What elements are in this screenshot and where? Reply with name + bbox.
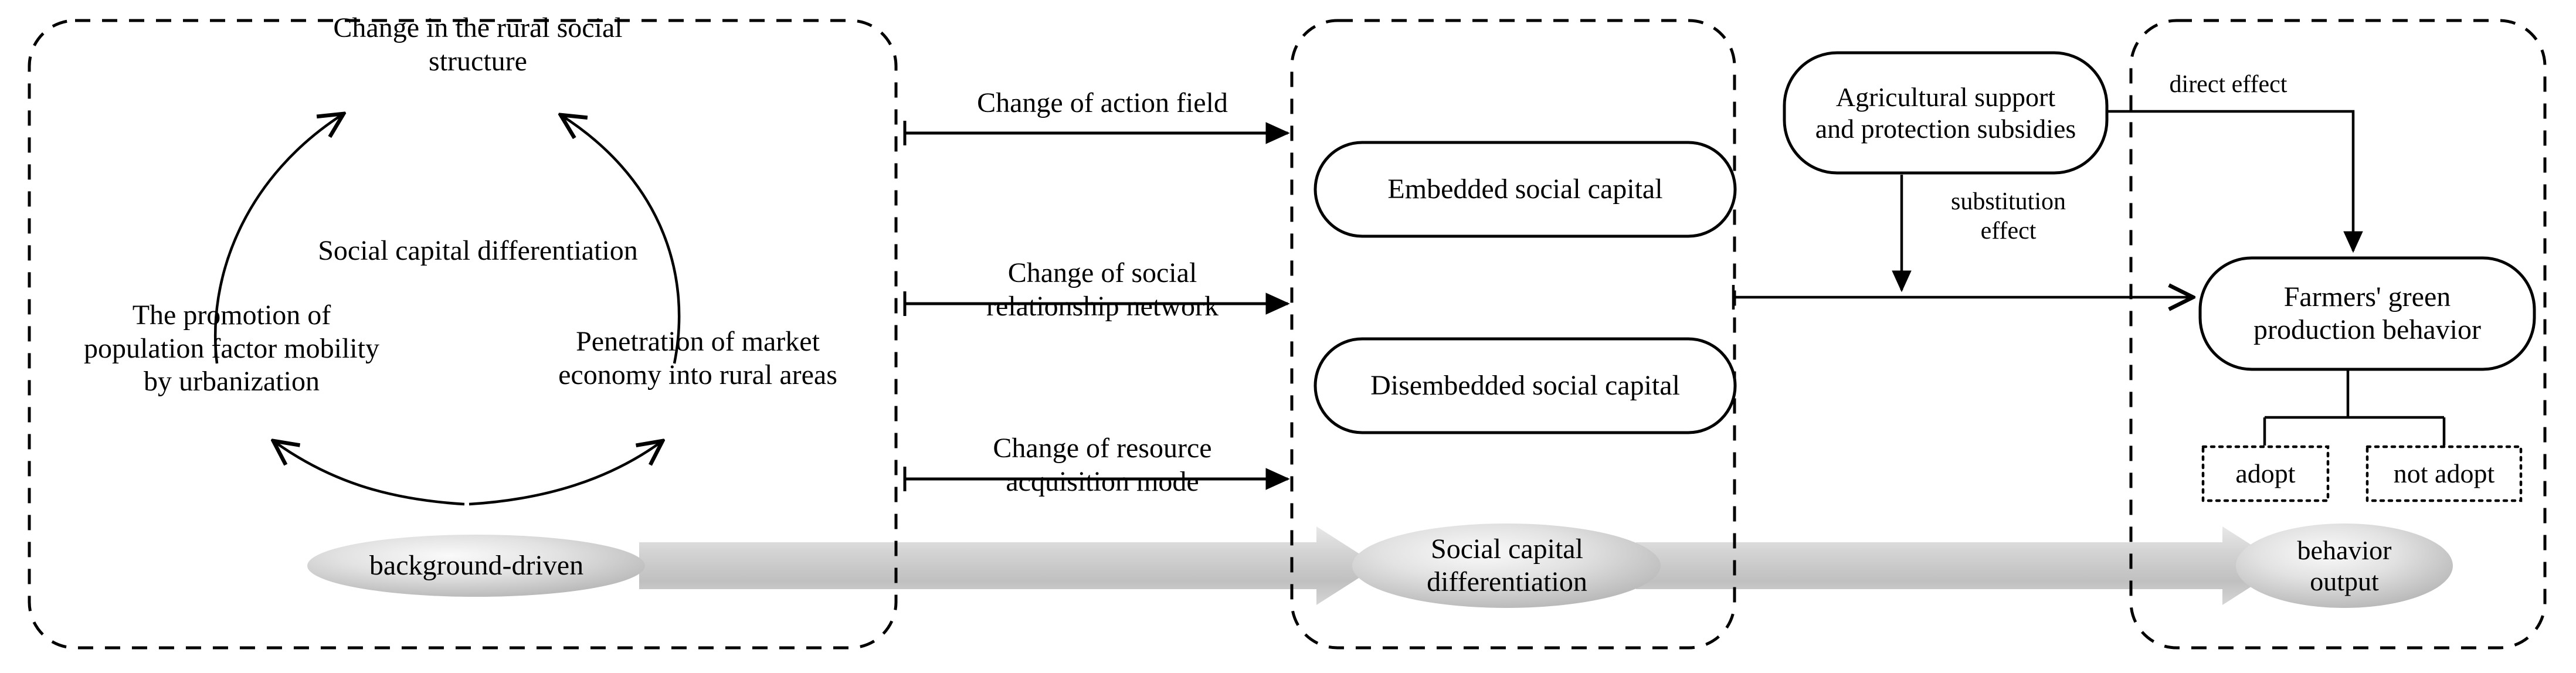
behavior-boxes: [1783, 51, 2536, 371]
transition-arrows: [903, 121, 1290, 491]
label-direct-effect: direct effect: [2169, 71, 2287, 98]
ellipse-social-capital-differentiation: [1352, 524, 1661, 608]
label-behavior-output: behavior output: [2297, 535, 2392, 596]
label-agricultural-subsidies: Agricultural support and protection subs…: [1815, 82, 2076, 144]
box-adopt: [2201, 445, 2330, 502]
panel-behavior-border: [2129, 19, 2547, 650]
connector-direct-effect: [2107, 110, 2363, 253]
label-substitution-effect: substitution effect: [1950, 188, 2066, 244]
box-farmers-green-production-behavior: [2198, 256, 2536, 371]
outcome-boxes: [2201, 445, 2523, 502]
box-embedded-social-capital: [1314, 141, 1737, 238]
box-agricultural-subsidies: [1783, 51, 2109, 175]
label-disembedded-social-capital: Disembedded social capital: [1370, 370, 1680, 402]
effect-connectors: [1732, 110, 2446, 446]
panel-social-capital-border: [1290, 19, 1736, 650]
cycle-arc-left: [214, 114, 344, 364]
stage-ellipses: [307, 524, 2453, 608]
cycle-arrows: [214, 114, 681, 506]
label-promotion-population-mobility: The promotion of population factor mobil…: [84, 300, 379, 397]
cycle-arc-right: [561, 115, 681, 364]
label-change-of-social-relationship-network: Change of social relationship network: [986, 257, 1219, 322]
cycle-arc-bottom-left: [273, 441, 465, 506]
label-change-rural-social-structure: Change in the rural social structure: [333, 12, 623, 77]
label-background-driven: background-driven: [369, 550, 584, 582]
label-penetration-market-economy: Penetration of market economy into rural…: [558, 326, 837, 390]
label-change-of-action-field: Change of action field: [977, 87, 1228, 118]
process-band: [639, 526, 2284, 605]
label-not-adopt: not adopt: [2393, 458, 2495, 489]
box-not-adopt: [2365, 445, 2523, 502]
social-capital-boxes: [1314, 141, 1737, 434]
label-farmers-green-production-behavior: Farmers' green production behavior: [2253, 281, 2481, 345]
label-change-of-resource-acquisition-mode: Change of resource acquisition mode: [993, 433, 1212, 497]
label-social-capital-differentiation-stage: Social capital differentiation: [1427, 533, 1587, 597]
label-adopt: adopt: [2235, 458, 2296, 489]
ellipse-behavior-output: [2236, 524, 2453, 608]
cycle-arc-bottom-right: [469, 441, 663, 506]
panel-background-border: [28, 19, 898, 650]
box-disembedded-social-capital: [1314, 337, 1737, 434]
label-social-capital-differentiation-center: Social capital differentiation: [318, 235, 638, 266]
ellipse-background-driven: [307, 535, 645, 597]
label-embedded-social-capital: Embedded social capital: [1387, 174, 1663, 205]
